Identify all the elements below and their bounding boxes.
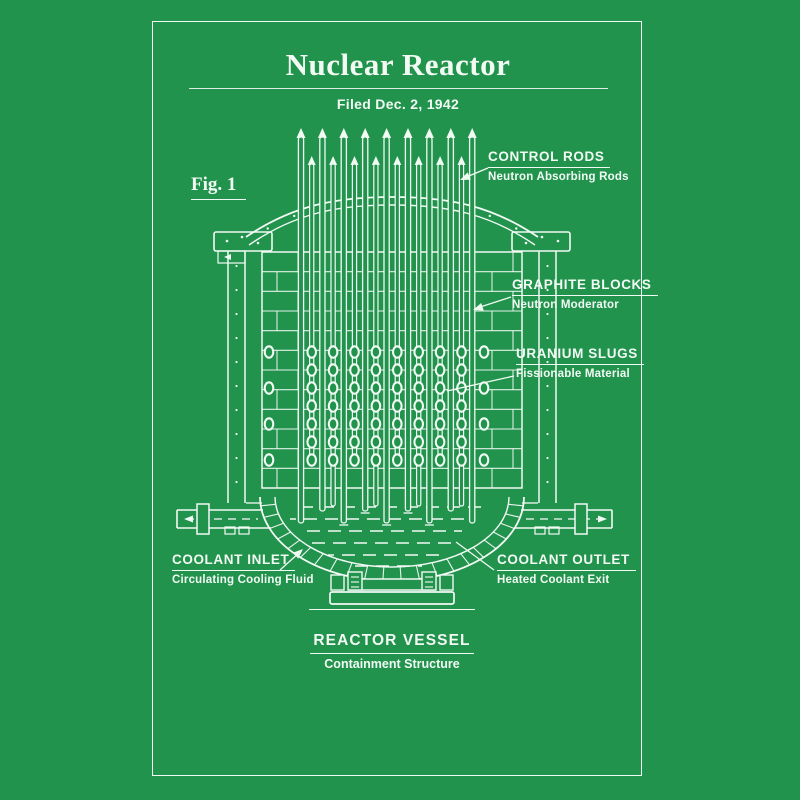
vessel-rule: [309, 609, 475, 611]
callout-title: GRAPHITE BLOCKS: [512, 277, 658, 296]
callout-subtitle: Neutron Moderator: [512, 299, 619, 311]
callout-subtitle: Circulating Cooling Fluid: [172, 574, 314, 586]
poster-title: Nuclear Reactor: [285, 47, 511, 82]
coolant-pipes: [176, 503, 613, 535]
callout-title: COOLANT INLET: [172, 552, 296, 571]
pedestal: [329, 571, 455, 605]
title-rule: [189, 88, 608, 90]
leader-lines: [279, 167, 515, 571]
callout-reactor-vessel: REACTOR VESSEL Containment Structure: [280, 609, 504, 671]
callout-control-rods: CONTROL RODS Neutron Absorbing Rods: [488, 148, 629, 183]
uranium-slugs-grid: [263, 345, 490, 467]
callout-title: COOLANT OUTLET: [497, 552, 636, 571]
callout-uranium-slugs: URANIUM SLUGS Fissionable Material: [516, 345, 644, 380]
callout-subtitle: Fissionable Material: [516, 368, 630, 380]
callout-title: CONTROL RODS: [488, 149, 611, 168]
control-rods-tall: [296, 128, 477, 526]
callout-coolant-outlet: COOLANT OUTLET Heated Coolant Exit: [497, 551, 636, 586]
figure-label-text: Fig. 1: [191, 174, 247, 200]
flanges: [213, 231, 571, 264]
callout-graphite-blocks: GRAPHITE BLOCKS Neutron Moderator: [512, 276, 658, 311]
filed-date: Filed Dec. 2, 1942: [336, 96, 460, 112]
callout-subtitle: Heated Coolant Exit: [497, 574, 610, 586]
callout-subtitle: Containment Structure: [324, 657, 460, 672]
callout-subtitle: Neutron Absorbing Rods: [488, 171, 629, 183]
callout-coolant-inlet: COOLANT INLET Circulating Cooling Fluid: [172, 551, 314, 586]
callout-title: URANIUM SLUGS: [516, 346, 644, 365]
side-walls: [227, 251, 557, 503]
callout-title: REACTOR VESSEL: [310, 632, 474, 655]
dome: [245, 196, 539, 246]
border-frame: [152, 21, 642, 776]
figure-label: Fig. 1: [191, 174, 247, 200]
